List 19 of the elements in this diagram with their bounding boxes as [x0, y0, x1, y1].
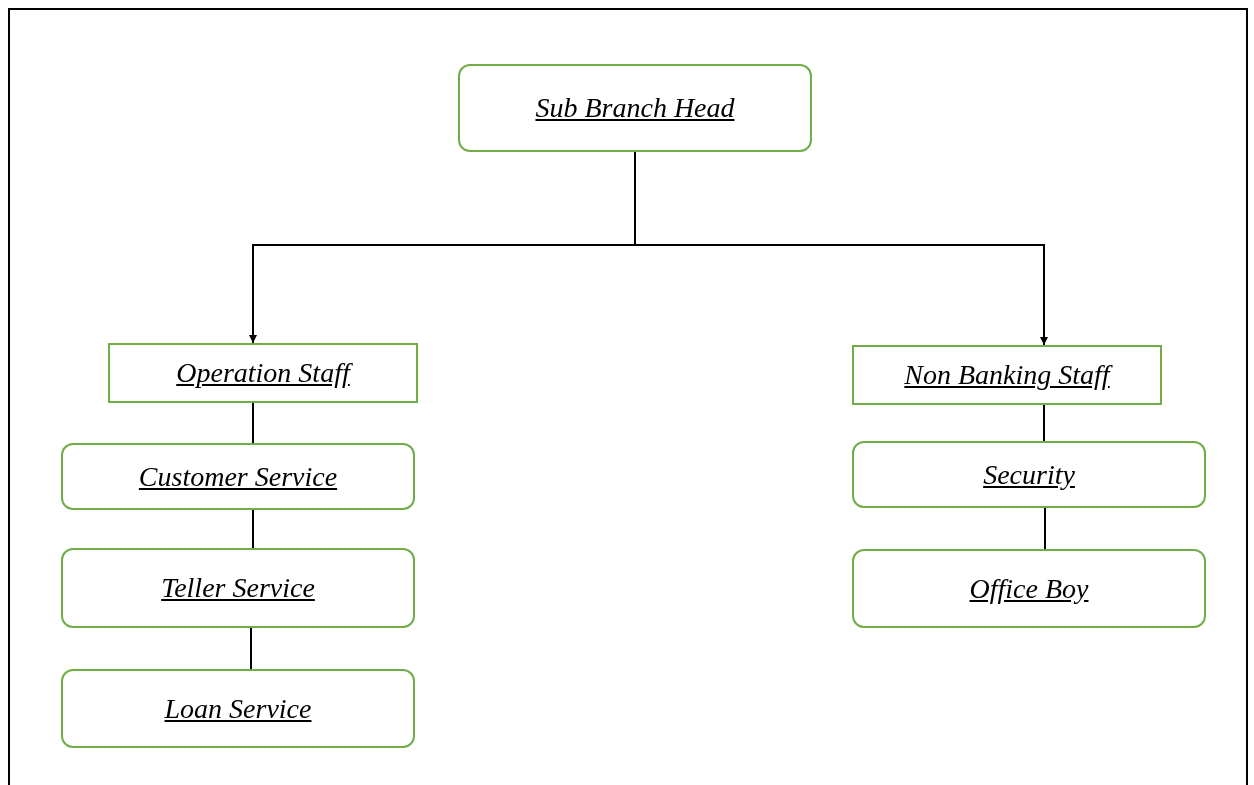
- rounded-box: [61, 443, 415, 510]
- rounded-box: [61, 548, 415, 628]
- connector-line: [250, 627, 252, 670]
- box-label: Customer Service: [138, 460, 338, 493]
- connector-line: [252, 509, 254, 549]
- connector-line: [252, 402, 254, 444]
- box: [852, 345, 1162, 405]
- box-label: Sub Branch Head: [535, 92, 735, 124]
- connector-line: [1043, 404, 1045, 442]
- box-label: Loan Service: [164, 692, 312, 725]
- rounded-box: [458, 64, 812, 152]
- box-label: Teller Service: [161, 572, 315, 604]
- rounded-box: [61, 669, 415, 748]
- rounded-box: [852, 549, 1206, 628]
- box: [108, 343, 418, 403]
- box-label: Security: [983, 458, 1075, 491]
- connector-line: [1044, 507, 1046, 550]
- rounded-box: [852, 441, 1206, 508]
- box-label: Office Boy: [969, 572, 1089, 605]
